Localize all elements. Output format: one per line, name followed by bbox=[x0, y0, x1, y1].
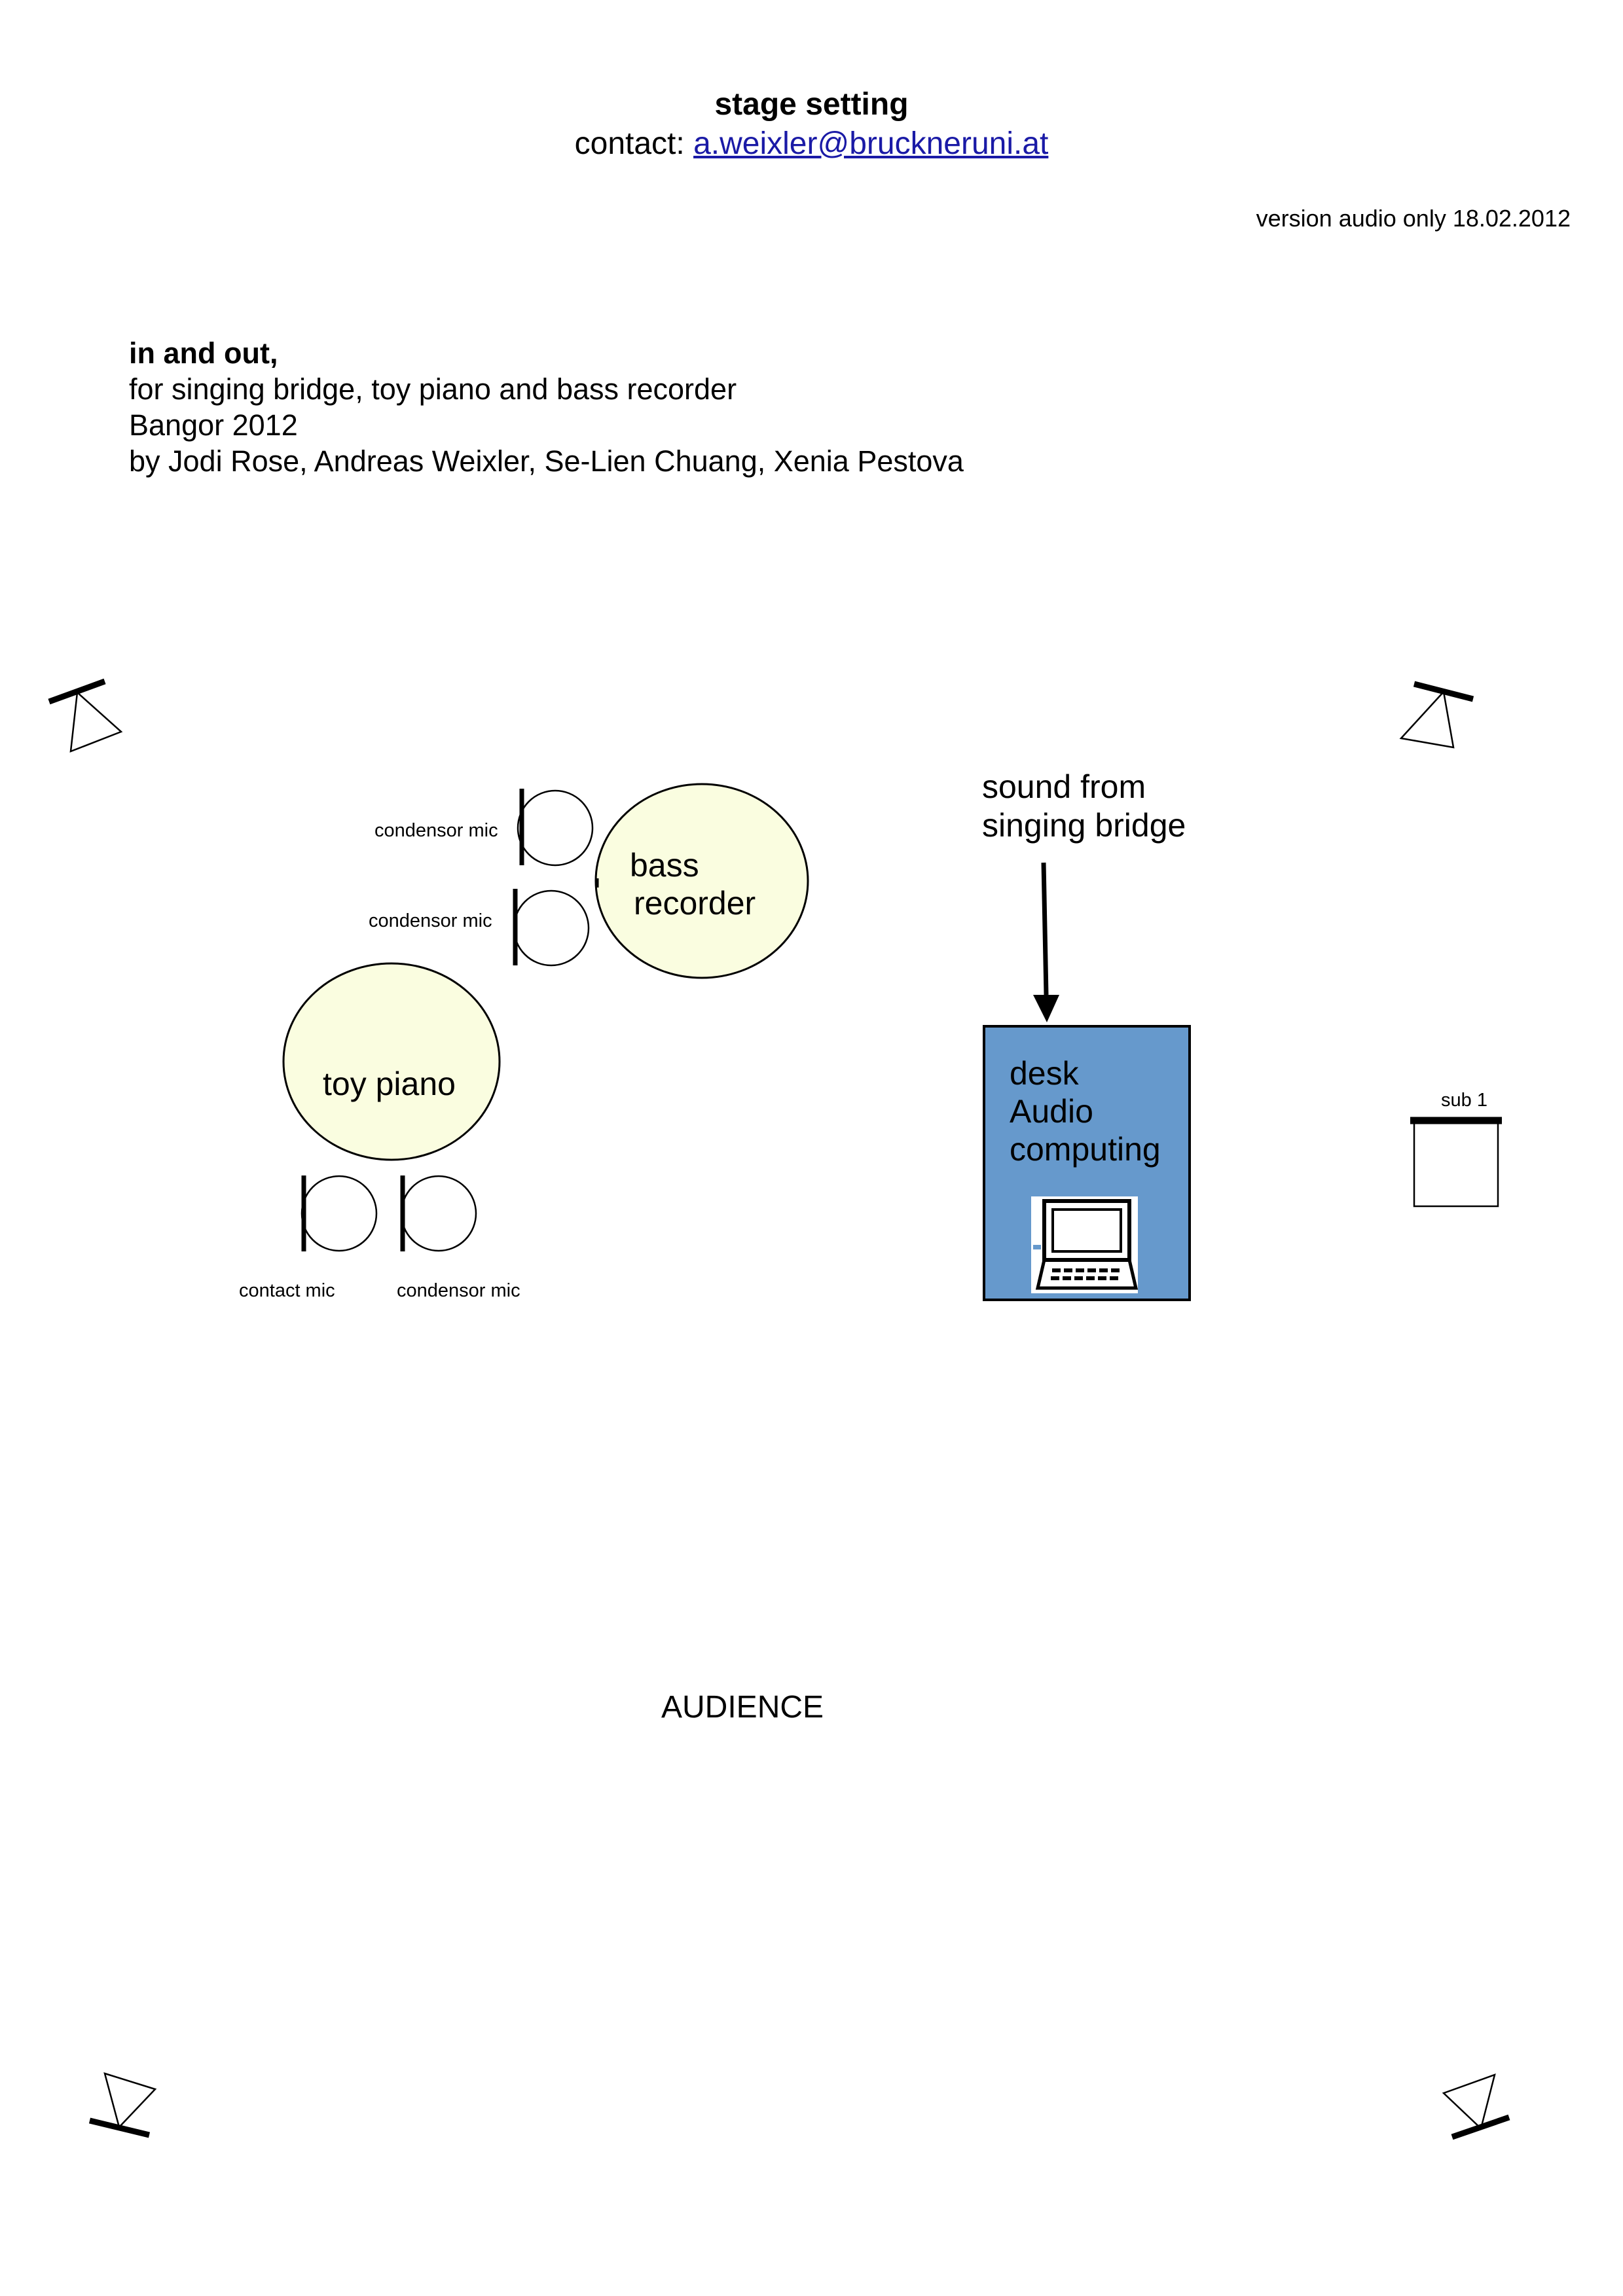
toy-piano-circle bbox=[282, 962, 501, 1161]
speaker-icon bbox=[1442, 2073, 1510, 2140]
desk-label-line2: Audio bbox=[1010, 1093, 1093, 1130]
bridge-label-line2: singing bridge bbox=[982, 807, 1186, 844]
piece-instrumentation: for singing bridge, toy piano and bass r… bbox=[129, 372, 737, 406]
condensor-mic-icon bbox=[517, 789, 594, 867]
subwoofer-icon bbox=[1410, 1117, 1502, 1208]
bass-recorder-circle bbox=[594, 783, 809, 979]
piece-title: in and out, bbox=[129, 336, 278, 370]
laptop-icon bbox=[1031, 1196, 1139, 1293]
mic-label: condensor mic bbox=[397, 1280, 520, 1301]
contact-label: contact: bbox=[574, 126, 685, 161]
speaker-icon bbox=[88, 2072, 157, 2138]
audience-label: AUDIENCE bbox=[661, 1690, 824, 1725]
contact-mic-icon bbox=[301, 1175, 378, 1252]
bridge-label-line1: sound from bbox=[982, 768, 1146, 805]
piece-place-year: Bangor 2012 bbox=[129, 408, 298, 442]
mic-label: condensor mic bbox=[374, 820, 498, 841]
desk-label-line1: desk bbox=[1010, 1055, 1079, 1092]
arrow-down-icon bbox=[1033, 862, 1059, 1022]
contact-line: contact: a.weixler@bruckneruni.at bbox=[0, 124, 1623, 164]
piece-authors: by Jodi Rose, Andreas Weixler, Se-Lien C… bbox=[129, 444, 964, 478]
bass-recorder-label-line1: bass bbox=[630, 847, 699, 884]
page-title: stage setting bbox=[714, 87, 909, 122]
version-note: version audio only 18.02.2012 bbox=[1256, 205, 1571, 232]
mic-label: condensor mic bbox=[369, 910, 492, 931]
desk-label-line3: computing bbox=[1010, 1131, 1161, 1168]
piece-info: in and out, for singing bridge, toy pian… bbox=[129, 335, 964, 479]
mic-label: contact mic bbox=[239, 1280, 335, 1301]
speaker-icon bbox=[1399, 681, 1474, 749]
sub-label: sub 1 bbox=[1441, 1090, 1487, 1111]
bass-recorder-label-line2: recorder bbox=[634, 885, 756, 922]
toy-piano-label: toy piano bbox=[323, 1066, 456, 1102]
speaker-icon bbox=[48, 678, 123, 753]
condensor-mic-icon bbox=[513, 889, 590, 967]
condensor-mic-icon bbox=[400, 1175, 477, 1252]
contact-email-link[interactable]: a.weixler@bruckneruni.at bbox=[693, 126, 1049, 161]
